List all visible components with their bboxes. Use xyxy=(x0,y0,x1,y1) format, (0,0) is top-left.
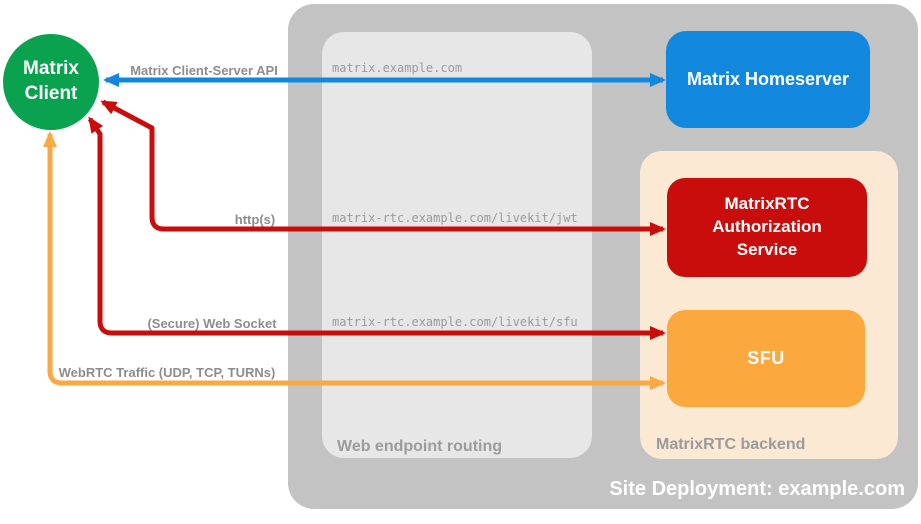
site-deployment-caption: Site Deployment: example.com xyxy=(609,478,905,500)
matrix-client-node: Matrix Client xyxy=(3,34,99,130)
web-endpoint-routing-container xyxy=(322,32,592,458)
matrix-client-label: Matrix Client xyxy=(23,58,79,104)
jwt-url: matrix-rtc.example.com/livekit/jwt xyxy=(332,211,578,225)
sfu-node: SFU xyxy=(667,310,865,407)
api-arrow-label: Matrix Client-Server API xyxy=(130,63,278,78)
sfu-url: matrix-rtc.example.com/livekit/sfu xyxy=(332,315,578,329)
sfu-label: SFU xyxy=(747,348,785,368)
matrixrtc-backend-caption: MatrixRTC backend xyxy=(656,436,806,453)
matrixrtc-auth-service-label: MatrixRTC Authorization Service xyxy=(712,194,822,259)
http-arrow-label: http(s) xyxy=(234,212,276,227)
webrtc-arrow-label: WebRTC Traffic (UDP, TCP, TURNs) xyxy=(58,365,276,380)
matrix-homeserver-node: Matrix Homeserver xyxy=(666,31,870,128)
matrix-homeserver-label: Matrix Homeserver xyxy=(686,69,850,89)
homeserver-url: matrix.example.com xyxy=(332,61,463,75)
websocket-arrow-label: (Secure) Web Socket xyxy=(147,316,277,331)
matrixrtc-auth-service-node: MatrixRTC Authorization Service xyxy=(667,178,867,277)
web-endpoint-routing-caption: Web endpoint routing xyxy=(337,438,503,455)
